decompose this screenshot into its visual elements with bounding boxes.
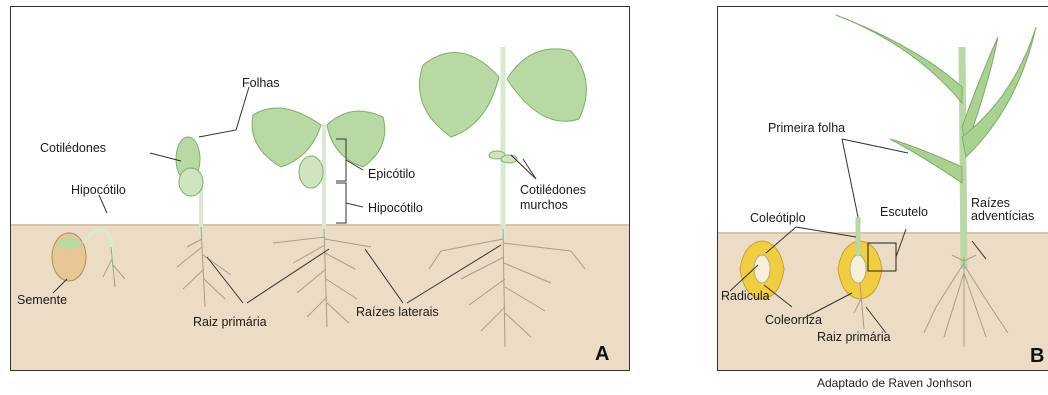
label-radicula: Radicula [721,289,770,303]
corn-stem [962,47,964,269]
panel-a-dicot-germination: Folhas Cotilédones Hipocótilo Epicótilo … [10,6,630,371]
stage1-hypocotyl-hook [83,229,112,269]
panel-letter-b: B [1030,345,1044,368]
label-adventicias: adventícias [971,209,1034,223]
label-folhas: Folhas [242,76,280,90]
label-cotiledones: Cotilédones [40,141,106,155]
label-epicotilo: Epicótilo [368,167,415,181]
corn-leaf-1 [836,15,962,103]
label-raiz-primaria-b: Raiz primária [817,330,891,344]
label-cotiledones-murchos: Cotilédones [520,183,586,197]
label-murchos: murchos [520,198,568,212]
stage4-leaf-right [507,49,586,121]
label-coleorriza: Coleorriza [765,313,822,327]
kernel-2-embryo [850,255,866,283]
panel-letter-a: A [595,343,609,366]
label-raizes: Raízes [971,196,1010,210]
label-hipocotilo-right: Hipocótilo [368,201,423,215]
label-semente: Semente [17,293,67,307]
stage3-leaf-right [327,111,385,167]
stage4-roots [429,229,585,347]
corn-leaf-3 [962,27,1036,157]
source-credit: Adaptado de Raven Jonhson [817,376,972,390]
corn-leaf-4 [890,139,962,183]
stage3-cotyledon [299,156,323,188]
label-escutelo: Escutelo [880,205,928,219]
label-raiz-primaria: Raiz primária [193,315,267,329]
label-raizes-laterais: Raízes laterais [356,305,439,319]
label-hipocotilo-left: Hipocótilo [71,183,126,197]
corn-roots [924,255,1008,347]
panel-b-monocot-germination: Primeira folha Coleótiplo Escutelo Raíze… [717,6,1048,371]
label-primeira-folha: Primeira folha [768,121,845,135]
stage4-leaf-left [420,53,500,138]
stage1-roots [103,247,125,287]
kernel-1-embryo [754,255,770,283]
label-coleotiplo: Coleótiplo [750,211,806,225]
stage2-roots [177,227,231,307]
stage2-cotyledon-2 [179,168,203,196]
